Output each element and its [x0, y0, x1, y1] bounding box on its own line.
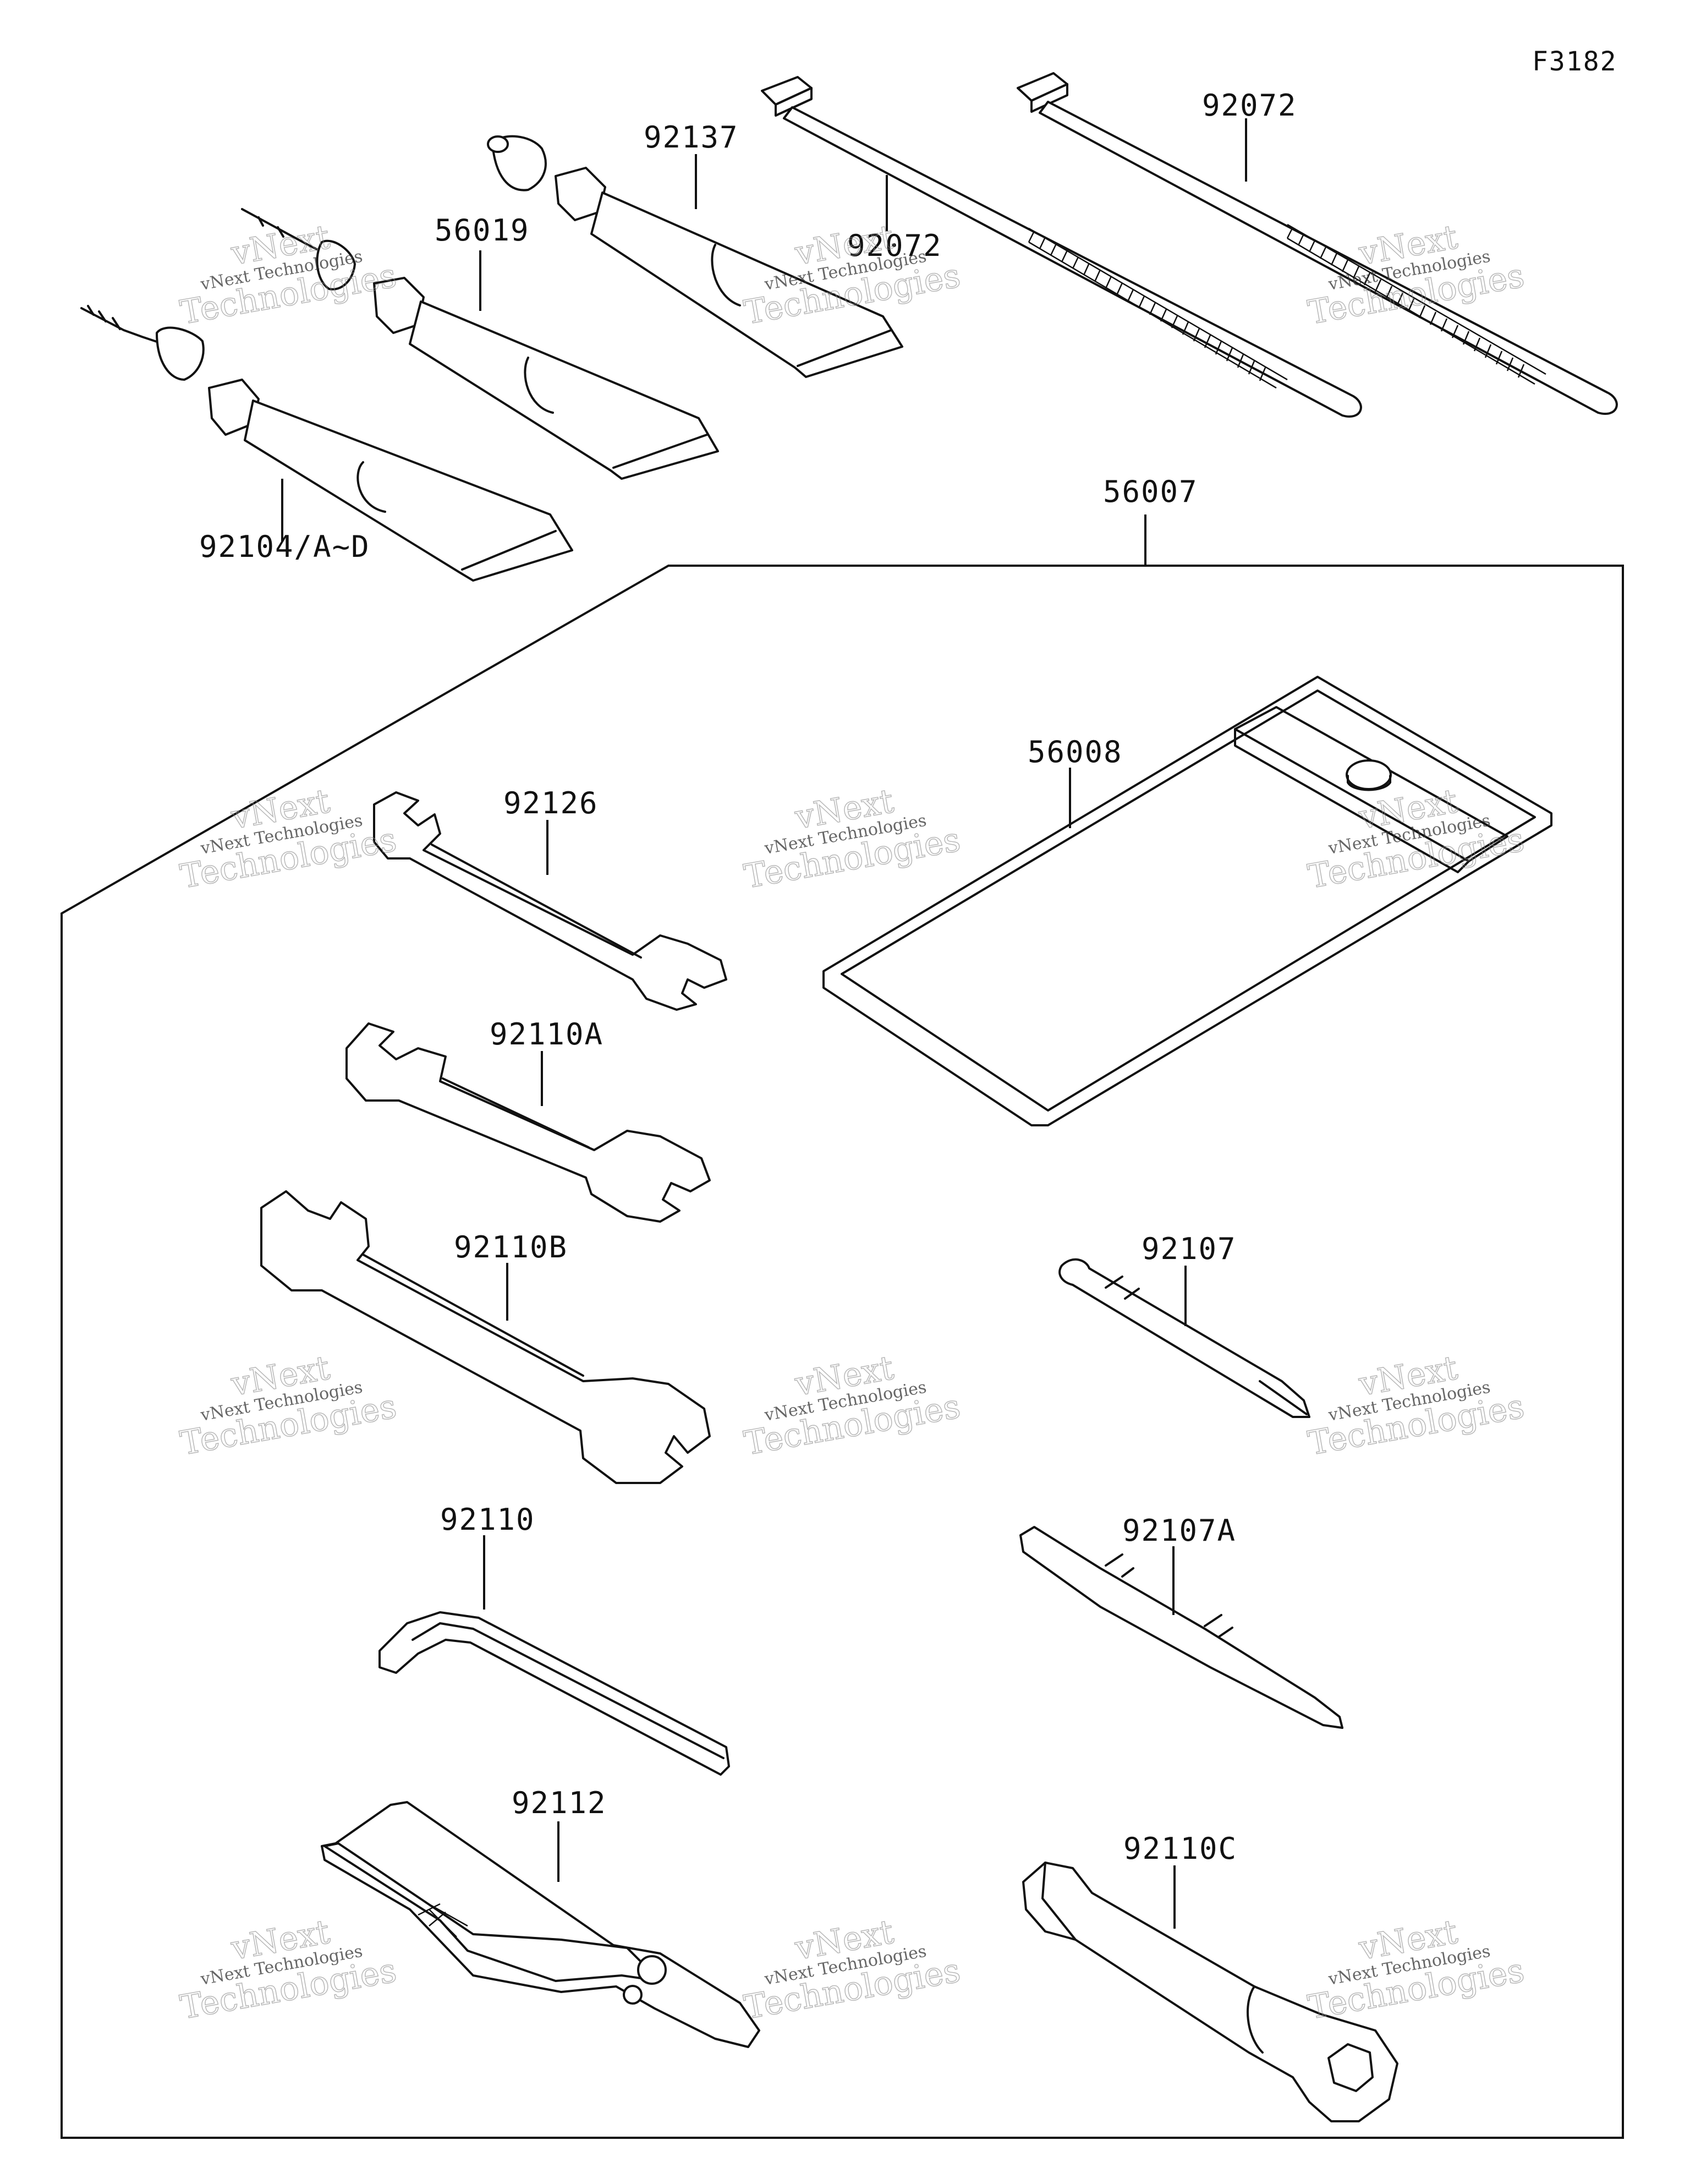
- label-92110A: 92110A: [490, 1017, 603, 1052]
- wrench-92110A[interactable]: [345, 1022, 711, 1223]
- tube-92104[interactable]: [80, 305, 573, 582]
- watermark: vNext vNext Technologies Technologies: [177, 781, 400, 896]
- label-92107: 92107: [1142, 1231, 1237, 1266]
- tool-bag-56008[interactable]: [822, 676, 1552, 1126]
- watermark: vNext vNext Technologies Technologies: [1305, 1348, 1528, 1463]
- watermark: vNext vNext Technologies Technologies: [177, 1348, 400, 1463]
- toolkit-frame: [61, 565, 1624, 2139]
- tube-56019[interactable]: [241, 208, 719, 480]
- figure-code: F3182: [1532, 46, 1617, 77]
- hex-key-92110[interactable]: [378, 1611, 730, 1776]
- label-56007: 56007: [1103, 474, 1198, 509]
- screwdriver-92107[interactable]: [1058, 1258, 1310, 1418]
- label-92107A: 92107A: [1122, 1513, 1236, 1548]
- cable-tie-right-teeth: [1286, 227, 1525, 378]
- label-56008: 56008: [1028, 735, 1123, 769]
- cable-tie-left[interactable]: [761, 76, 1362, 418]
- label-92072-left: 92072: [847, 228, 942, 263]
- watermark: vNext vNext Technologies Technologies: [1305, 1912, 1528, 2027]
- label-92110B: 92110B: [454, 1230, 568, 1265]
- label-92104: 92104/A~D: [199, 529, 370, 564]
- label-92137: 92137: [644, 120, 739, 155]
- label-92112: 92112: [512, 1786, 607, 1820]
- pliers-92112[interactable]: [321, 1801, 760, 2048]
- label-92072-right: 92072: [1202, 88, 1297, 123]
- cable-tie-right[interactable]: [1017, 72, 1618, 415]
- box-wrench-92110C[interactable]: [1022, 1862, 1398, 2122]
- watermark: vNext vNext Technologies Technologies: [741, 781, 964, 896]
- label-56019: 56019: [435, 213, 530, 248]
- screwdriver-92107A[interactable]: [1019, 1526, 1343, 1729]
- wrench-92110B[interactable]: [260, 1190, 711, 1484]
- cable-tie-left-teeth: [1028, 231, 1266, 381]
- watermark: vNext vNext Technologies Technologies: [741, 1912, 964, 2027]
- watermark: vNext vNext Technologies Technologies: [177, 1912, 400, 2027]
- wrench-92126[interactable]: [373, 791, 727, 1011]
- tube-92137[interactable]: [487, 135, 903, 378]
- watermark: vNext vNext Technologies Technologies: [177, 217, 400, 332]
- watermark: vNext vNext Technologies Technologies: [741, 1348, 964, 1463]
- label-92110: 92110: [440, 1502, 535, 1537]
- label-92126: 92126: [503, 786, 599, 820]
- label-92110C: 92110C: [1123, 1831, 1237, 1866]
